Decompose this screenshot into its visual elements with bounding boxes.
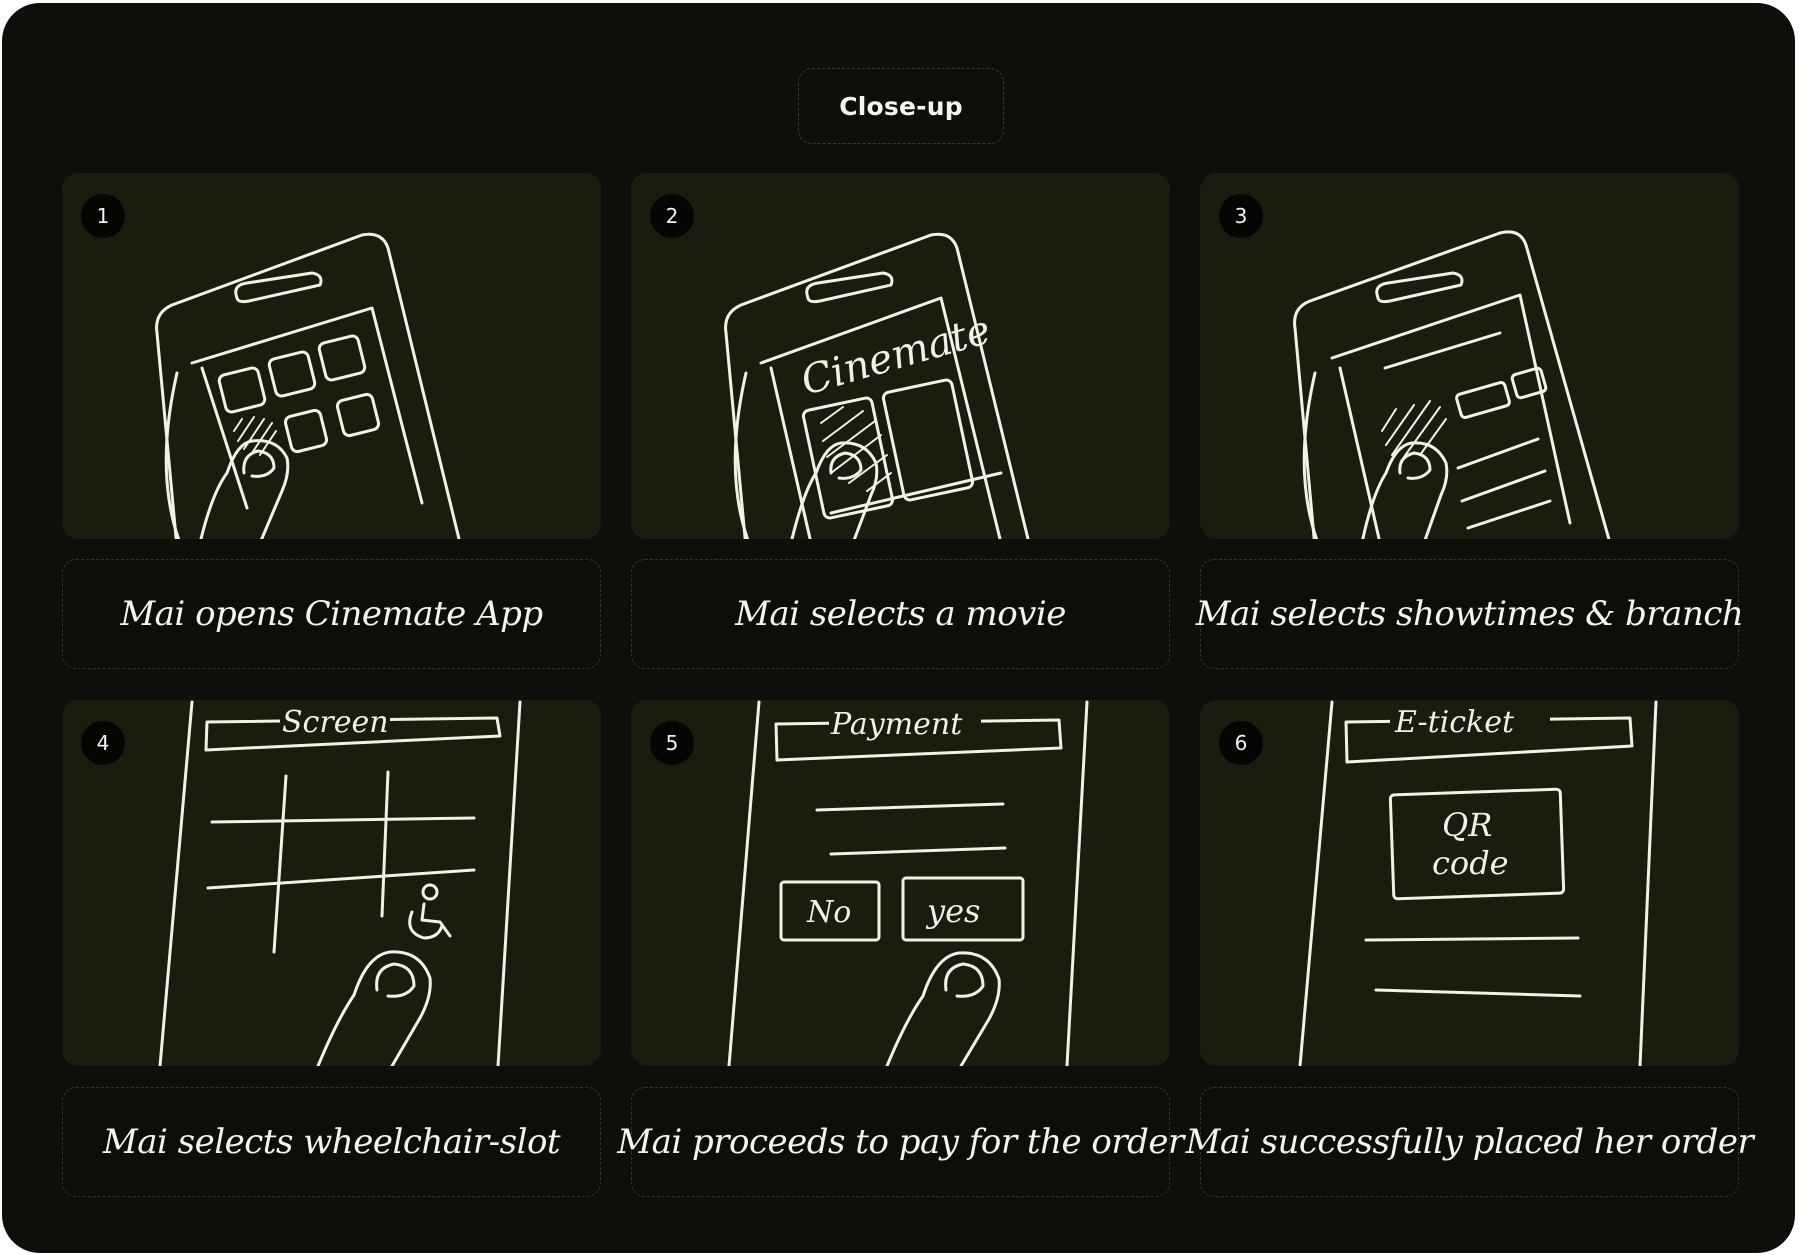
step-number-badge: 4: [81, 721, 125, 765]
step-caption-6: Mai successfully placed her order: [1186, 1087, 1754, 1197]
storyboard-board: Close-up 1 Mai opens Cinemate App 2: [2, 3, 1795, 1253]
step-caption-1: Mai opens Cinemate App: [62, 559, 601, 669]
step-number-badge: 5: [650, 721, 694, 765]
sketch-eticket-label: E-ticket: [1394, 705, 1515, 740]
sketch-qr-label: QR: [1442, 806, 1492, 844]
step-caption-3: Mai selects showtimes & branch: [1196, 559, 1744, 669]
storyboard-panel-1: 1: [62, 173, 601, 539]
sketch-phone-showtimes: [1293, 230, 1611, 539]
step-caption-4: Mai selects wheelchair-slot: [62, 1087, 601, 1197]
sketch-yes-button: yes: [925, 892, 980, 930]
sketch-payment-screen: Payment No yes: [727, 700, 1089, 1066]
sketch-phone-app-grid: [155, 232, 461, 539]
step-number-badge: 2: [650, 194, 694, 238]
storyboard-panel-2: 2 Cinemate: [631, 173, 1170, 539]
sketch-code-label: code: [1432, 844, 1509, 882]
step-number-badge: 6: [1219, 721, 1263, 765]
step-caption-2: Mai selects a movie: [631, 559, 1170, 669]
storyboard-title: Close-up: [798, 68, 1004, 144]
sketch-phone-movie-list: Cinemate: [724, 232, 1030, 539]
sketch-eticket-screen: E-ticket QR code: [1298, 700, 1658, 1066]
storyboard-panel-4: 4 Screen: [62, 700, 601, 1066]
step-number-badge: 1: [81, 194, 125, 238]
storyboard-panel-6: 6 E-ticket QR code: [1200, 700, 1739, 1066]
sketch-payment-label: Payment: [830, 707, 963, 742]
sketch-no-button: No: [806, 895, 851, 930]
storyboard-panel-3: 3: [1200, 173, 1739, 539]
storyboard-panel-5: 5 Payment No yes: [631, 700, 1170, 1066]
step-number-badge: 3: [1219, 194, 1263, 238]
step-caption-5: Mai proceeds to pay for the order: [617, 1087, 1184, 1197]
sketch-seat-map: Screen: [158, 700, 522, 1066]
sketch-screen-label: Screen: [282, 705, 389, 740]
